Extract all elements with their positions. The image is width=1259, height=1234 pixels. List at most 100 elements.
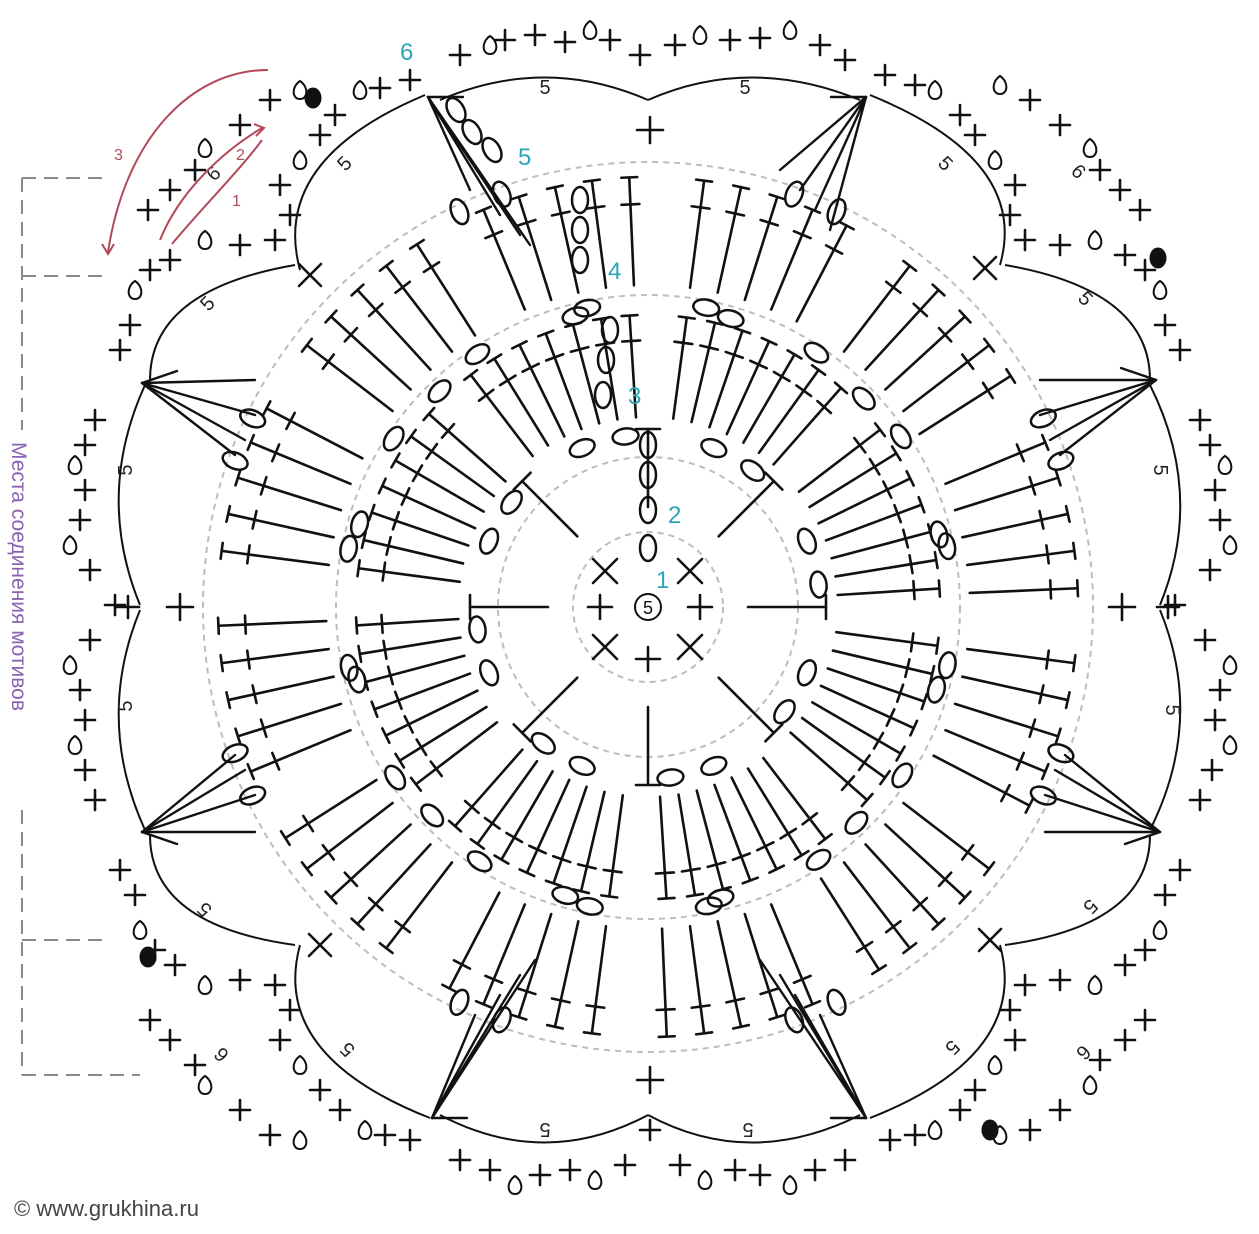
corner-fan-stitch (142, 383, 245, 440)
chain-stitch (824, 987, 849, 1017)
picot (1224, 656, 1237, 674)
double-crochet-stitch (955, 704, 1058, 736)
scallop-label: 5 (196, 292, 219, 315)
stitch-symbols (218, 95, 1078, 1037)
double-crochet-stitch (1073, 543, 1075, 559)
double-crochet-stitch (690, 926, 704, 1033)
double-crochet-stitch (584, 1032, 600, 1034)
chain-stitch (447, 197, 472, 227)
scallop-label: 5 (336, 1037, 359, 1060)
double-crochet-stitch (763, 758, 825, 839)
chain-stitch (528, 729, 558, 758)
corner-fan-stitch (760, 960, 866, 1118)
corner-fan-stitch (142, 380, 255, 383)
picot (589, 1171, 602, 1189)
double-crochet-stitch (366, 656, 465, 682)
corner-fan-stitch (142, 755, 235, 832)
double-crochet-stitch (984, 862, 994, 875)
join-dot (982, 1120, 998, 1140)
double-crochet-stitch (886, 921, 900, 932)
chain-stitch (640, 535, 656, 561)
corner-fan-stitch (142, 383, 235, 455)
double-crochet-stitch (1050, 580, 1051, 598)
double-crochet-stitch (584, 180, 600, 182)
treble-crochet-stitch (719, 678, 774, 733)
double-crochet-stitch (797, 226, 847, 322)
double-crochet-stitch (844, 266, 910, 352)
double-crochet-stitch (596, 343, 614, 346)
double-crochet-stitch (733, 185, 749, 188)
double-crochet-stitch (1077, 580, 1078, 596)
chain-stitch (477, 658, 502, 688)
double-crochet-stitch (226, 506, 229, 522)
double-crochet-stitch (819, 834, 832, 844)
double-crochet-stitch (410, 240, 423, 249)
chain-stitch (567, 754, 597, 779)
scallop-arc (1150, 610, 1180, 830)
picot (784, 21, 797, 39)
chain-stitch (849, 384, 879, 414)
double-crochet-stitch (357, 290, 430, 370)
double-crochet-stitch (718, 187, 741, 292)
double-crochet-stitch (897, 747, 905, 761)
double-crochet-stitch (221, 543, 223, 559)
scallop-label: 5 (933, 152, 956, 175)
double-crochet-stitch (417, 740, 426, 755)
double-crochet-stitch (821, 879, 879, 970)
double-crochet-stitch (892, 447, 900, 461)
chain-stitch (425, 376, 455, 406)
corner-fan-stitch (142, 770, 245, 832)
double-crochet-stitch (833, 651, 932, 674)
double-crochet-stitch (302, 862, 312, 875)
double-crochet-stitch (381, 615, 382, 633)
double-crochet-stitch (471, 375, 533, 456)
corner-fan-stitch (428, 97, 470, 190)
chain-stitch (468, 616, 487, 644)
double-crochet-stitch (400, 707, 487, 761)
double-crochet-stitch (774, 388, 841, 465)
scallop-arc (119, 385, 145, 605)
chain-stitch (738, 456, 768, 485)
double-crochet-stitch (358, 560, 360, 576)
double-crochet-stitch (395, 460, 483, 511)
picot (64, 656, 77, 674)
double-crochet-stitch (406, 430, 415, 443)
corner-chain-label: 6 (1071, 1040, 1094, 1063)
picot (989, 151, 1002, 169)
join-dot (1150, 248, 1166, 268)
chain-stitch (572, 217, 588, 243)
double-crochet-stitch (844, 862, 910, 948)
chain-stitch (567, 436, 597, 461)
scallop-label: 5 (940, 1035, 963, 1058)
double-crochet-stitch (781, 829, 796, 838)
double-crochet-stitch (485, 818, 500, 829)
chain-stitch (349, 510, 371, 539)
double-crochet-stitch (718, 921, 741, 1026)
double-crochet-stitch (386, 266, 452, 352)
treble-crochet-stitch (522, 481, 577, 536)
double-crochet-stitch (936, 638, 938, 654)
double-crochet-stitch (955, 478, 1058, 510)
corner-fan-stitch (1045, 795, 1160, 832)
chain-stitch (842, 808, 872, 838)
row-label-1: 1 (656, 567, 669, 594)
double-crochet-stitch (357, 844, 430, 924)
double-crochet-stitch (911, 633, 913, 651)
chain-stitch (795, 658, 820, 688)
double-crochet-stitch (285, 780, 376, 838)
picot (1224, 536, 1237, 554)
scallop-label: 5 (742, 1118, 753, 1140)
double-crochet-stitch (920, 376, 1011, 434)
scallop-arc (1005, 835, 1150, 945)
chain-stitch (220, 448, 250, 473)
chain-stitch (595, 382, 611, 408)
scallop-arc (295, 95, 425, 270)
double-crochet-stitch (396, 282, 410, 293)
double-crochet-stitch (222, 649, 329, 663)
double-crochet-stitch (396, 921, 410, 932)
double-crochet-stitch (302, 339, 312, 352)
double-crochet-stitch (395, 754, 403, 768)
double-crochet-stitch (662, 929, 667, 1037)
